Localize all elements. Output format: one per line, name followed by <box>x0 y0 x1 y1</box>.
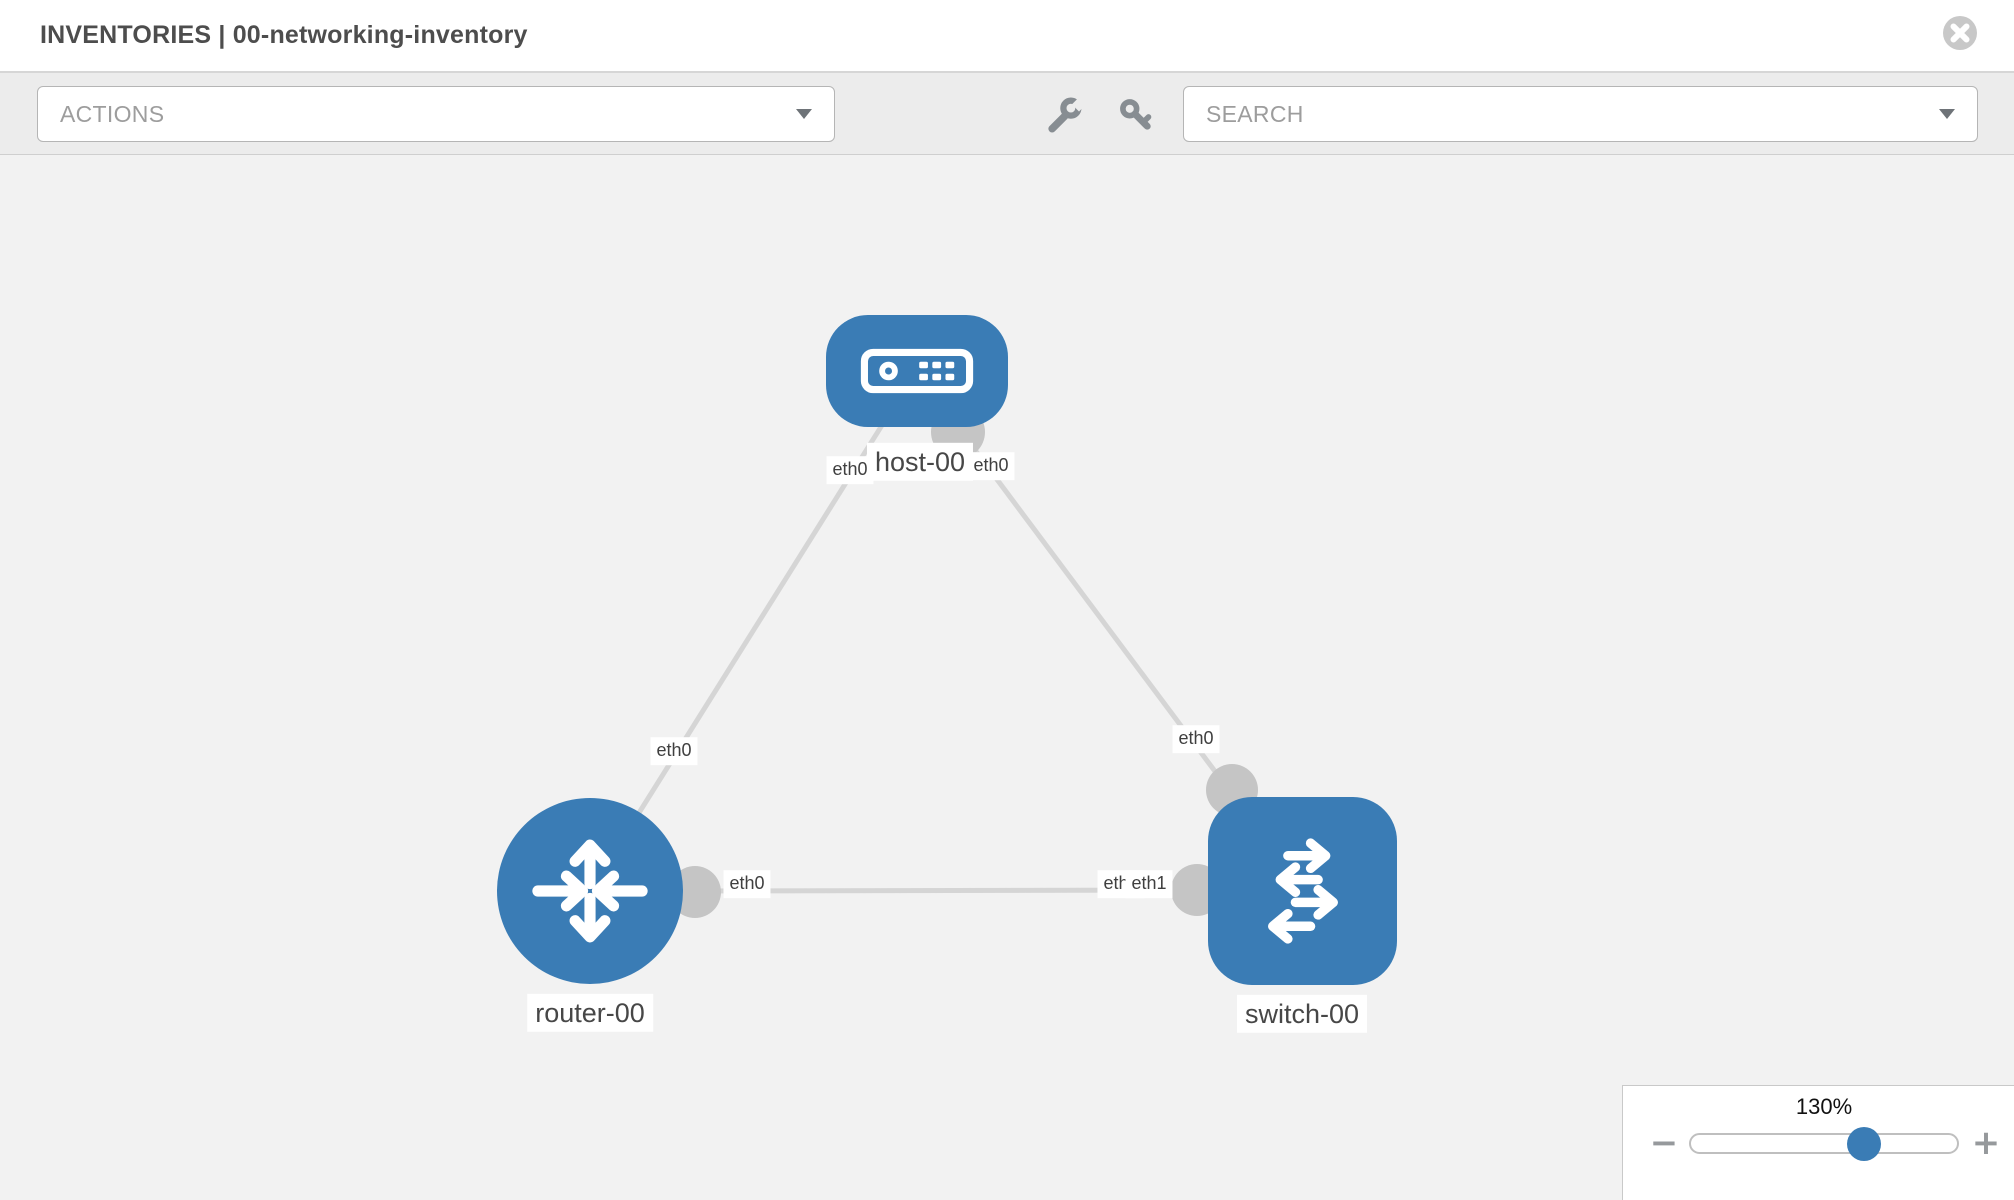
node-host-00[interactable] <box>826 315 1008 427</box>
zoom-level-label: 130% <box>1795 1094 1853 1119</box>
interface-label: eth0 <box>1172 725 1220 753</box>
key-icon <box>1120 99 1152 130</box>
close-icon <box>1943 16 1977 50</box>
interface-label: eth1 <box>1125 870 1173 898</box>
node-label-router: router-00 <box>527 993 653 1033</box>
zoom-slider-thumb[interactable] <box>1847 1127 1881 1161</box>
chevron-down-icon <box>796 109 812 119</box>
interface-label: eth0 <box>650 737 698 765</box>
key-button[interactable] <box>1114 93 1158 137</box>
switch-icon <box>1267 838 1338 944</box>
node-router-00[interactable] <box>497 798 683 984</box>
toolbar: ACTIONS SEARCH <box>0 73 2014 155</box>
interface-label: eth0 <box>826 456 874 484</box>
zoom-in-button[interactable]: + <box>1971 1123 2001 1163</box>
panel-header: INVENTORIES | 00-networking-inventory <box>0 0 2014 73</box>
zoom-slider-track[interactable] <box>1689 1127 1959 1161</box>
interface-label: eth0 <box>967 452 1015 480</box>
chevron-down-icon <box>1939 109 1955 119</box>
actions-dropdown-label: ACTIONS <box>60 100 165 127</box>
actions-dropdown[interactable]: ACTIONS <box>37 86 835 142</box>
wrench-icon <box>1048 97 1084 133</box>
wrench-button[interactable] <box>1042 93 1086 137</box>
node-label-host: host-00 <box>866 442 974 482</box>
page-title: INVENTORIES | 00-networking-inventory <box>40 21 528 49</box>
host-icon <box>860 348 974 394</box>
router-icon <box>532 839 648 943</box>
topology-canvas[interactable]: eth0 eth0 eth0 eth0 eth0 eth1 eth1 host-… <box>0 155 2014 1200</box>
zoom-out-button[interactable]: − <box>1649 1123 1679 1163</box>
node-label-switch: switch-00 <box>1236 994 1368 1034</box>
search-dropdown-label: SEARCH <box>1206 100 1304 127</box>
close-button[interactable] <box>1942 15 1978 51</box>
node-switch-00[interactable] <box>1208 797 1397 985</box>
search-dropdown[interactable]: SEARCH <box>1183 86 1978 142</box>
interface-label: eth0 <box>723 870 771 898</box>
zoom-panel: 130% − + <box>1622 1085 2014 1200</box>
